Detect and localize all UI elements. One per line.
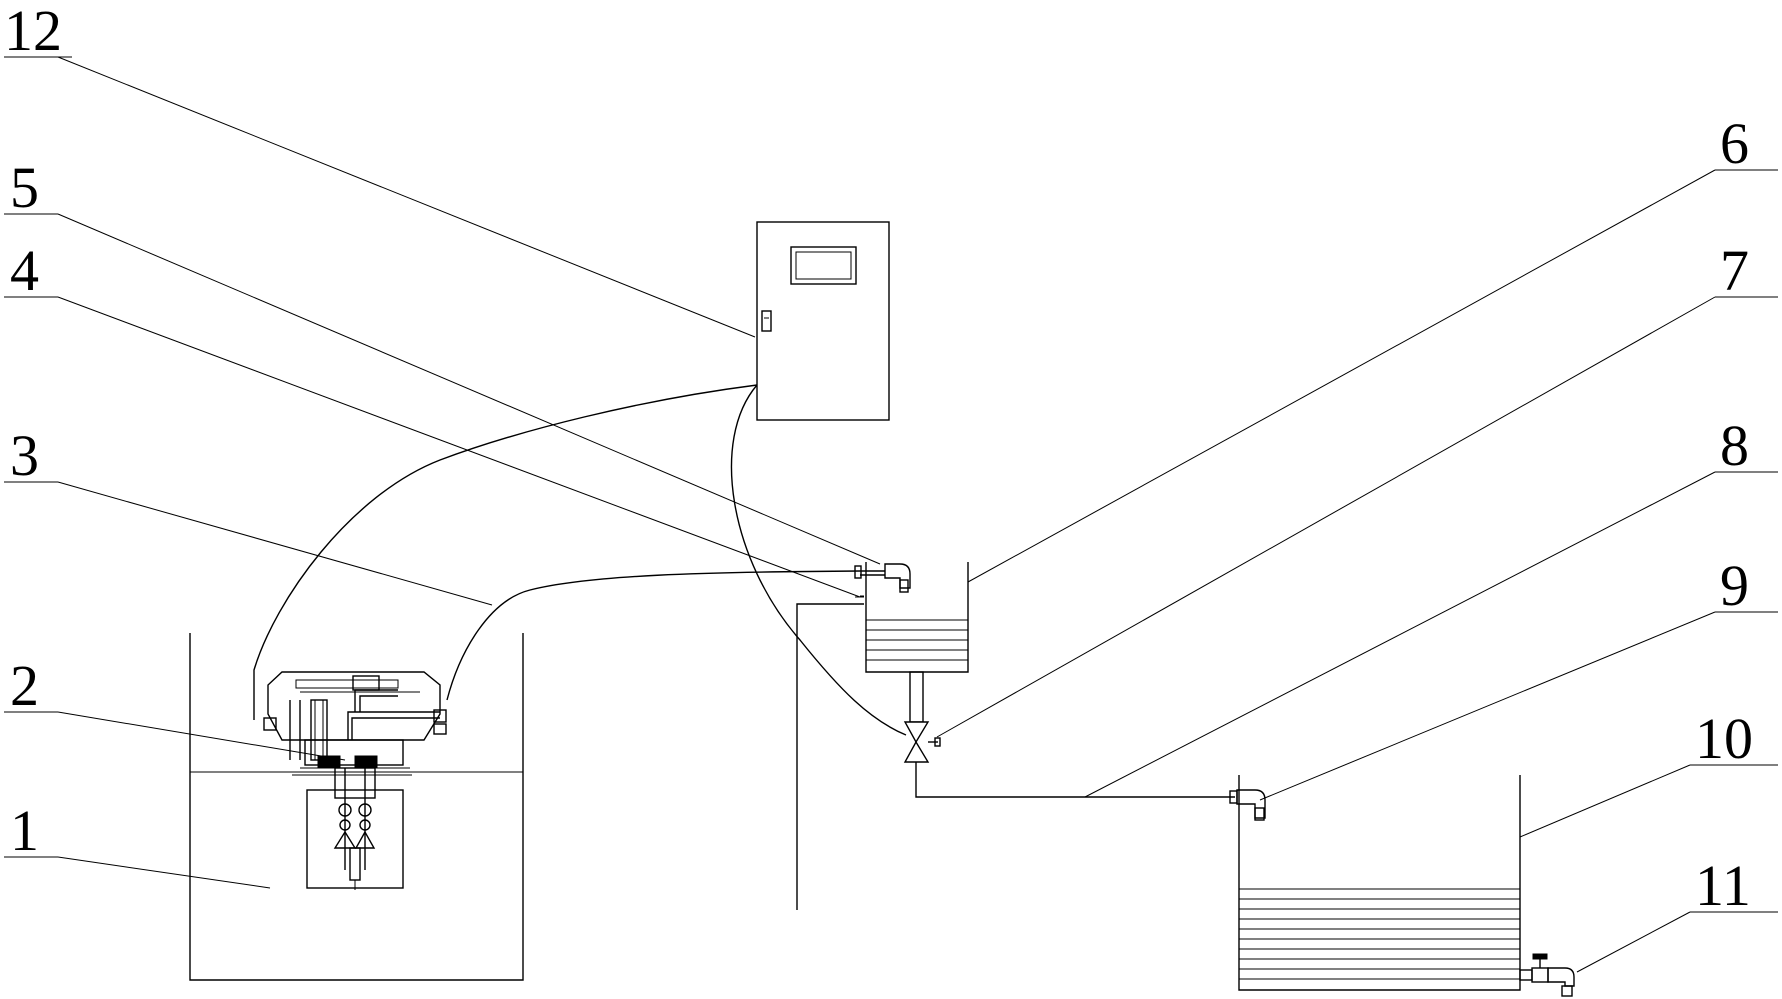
leader-5: [57, 213, 881, 565]
leader-2: [57, 711, 346, 761]
collection-tank: [1238, 775, 1521, 991]
label-2: 2: [10, 653, 39, 718]
label-4: 4: [10, 238, 39, 303]
leader-9: [1259, 611, 1716, 801]
label-1: 1: [10, 798, 39, 863]
label-5: 5: [10, 155, 39, 220]
leader-10: [1519, 764, 1691, 838]
dosing-tank-liquid: [866, 619, 968, 661]
pipe-3: [446, 570, 861, 701]
label-3: 3: [10, 423, 39, 488]
drain-tap: [1519, 953, 1575, 997]
outlet-elbow: [1229, 789, 1266, 821]
cabinet-screen: [790, 246, 857, 285]
leader-7: [936, 296, 1716, 738]
label-11: 11: [1695, 853, 1751, 918]
cabinet-handle: [761, 310, 772, 332]
device-head: [263, 671, 447, 890]
label-10: 10: [1695, 706, 1753, 771]
leader-4: [57, 296, 861, 598]
leader-lines: [57, 56, 1716, 973]
valve: [903, 721, 941, 763]
leader-3: [57, 481, 493, 606]
collection-tank-liquid: [1239, 888, 1520, 980]
treatment-tank: [189, 633, 524, 981]
inlet-elbow: [854, 563, 911, 597]
dosing-tank: [796, 562, 969, 910]
label-12: 12: [4, 0, 62, 63]
leader-8: [1084, 471, 1716, 798]
label-8: 8: [1720, 413, 1749, 478]
cables: [253, 384, 907, 736]
discharge-pipe: [915, 762, 1235, 798]
label-7: 7: [1720, 238, 1749, 303]
label-9: 9: [1720, 553, 1749, 618]
control-cabinet: [756, 221, 890, 421]
cable-to-valve: [730, 384, 907, 736]
stand: [796, 603, 864, 910]
leader-11: [1576, 911, 1691, 973]
label-6: 6: [1720, 111, 1749, 176]
leader-6: [967, 169, 1716, 583]
leader-1: [57, 856, 271, 889]
cable-to-head: [253, 384, 758, 720]
label-underlines: [4, 56, 1778, 913]
leader-12: [57, 56, 756, 338]
